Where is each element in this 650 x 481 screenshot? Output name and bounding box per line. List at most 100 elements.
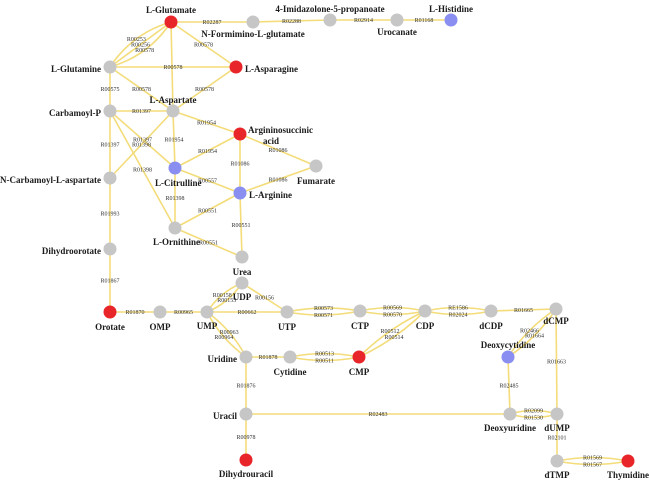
metabolite-label-uridine: Uridine — [207, 354, 237, 364]
reaction-edge[interactable] — [174, 192, 241, 229]
metabolite-node-nformimino[interactable] — [246, 15, 260, 29]
metabolite-node-dcdp[interactable] — [484, 304, 498, 318]
reaction-label: R01530 — [524, 416, 543, 422]
metabolite-node-glutamine[interactable] — [103, 60, 117, 74]
reaction-label: R00569 — [383, 306, 402, 312]
reaction-edge[interactable] — [174, 167, 241, 194]
reaction-label: R02914 — [354, 18, 373, 24]
reaction-label: R02466 — [520, 329, 539, 335]
metabolite-label-argsucc: Argininosuccinic — [248, 125, 313, 135]
reaction-edge[interactable] — [170, 21, 237, 68]
reaction-edge[interactable] — [507, 356, 511, 415]
metabolite-node-dtmp[interactable] — [550, 454, 564, 468]
reaction-edge[interactable] — [109, 110, 176, 229]
metabolite-label-orotate: Orotate — [95, 322, 125, 332]
metabolite-node-asparagine[interactable] — [229, 60, 243, 74]
reaction-edge[interactable] — [289, 352, 360, 358]
reaction-edge[interactable] — [172, 66, 237, 112]
reaction-edge[interactable] — [239, 133, 317, 167]
metabolite-node-urocanate[interactable] — [390, 13, 404, 27]
metabolite-node-arginine[interactable] — [233, 186, 247, 200]
metabolite-node-dihydrouracil[interactable] — [239, 453, 253, 467]
metabolite-label-urea: Urea — [233, 267, 252, 277]
reaction-edge[interactable] — [109, 21, 172, 68]
metabolite-node-urea[interactable] — [235, 250, 249, 264]
reaction-edge[interactable] — [170, 21, 174, 112]
metabolite-node-cytidine[interactable] — [283, 350, 297, 364]
reaction-edge[interactable] — [286, 307, 361, 313]
metabolite-node-histidine[interactable] — [444, 13, 458, 27]
metabolite-label-aspartate: L-Aspartate — [150, 95, 197, 105]
reaction-edge[interactable] — [109, 21, 172, 68]
reaction-edge[interactable] — [289, 356, 360, 362]
metabolite-node-imidazolone[interactable] — [323, 13, 337, 27]
metabolite-node-utp[interactable] — [280, 305, 294, 319]
reaction-edge[interactable] — [109, 66, 174, 112]
reaction-label: R00551 — [231, 223, 250, 229]
reaction-label: R01569 — [583, 456, 602, 462]
reaction-label: R00965 — [174, 310, 193, 316]
metabolite-label-omp: OMP — [150, 322, 171, 332]
metabolite-node-uracil[interactable] — [239, 407, 253, 421]
reaction-edge[interactable] — [109, 21, 172, 68]
metabolite-label-utp: UTP — [278, 322, 297, 332]
metabolite-node-dihydroorotate[interactable] — [103, 242, 117, 256]
reaction-edge[interactable] — [252, 19, 331, 23]
metabolite-node-deoxyuridine[interactable] — [503, 407, 517, 421]
reaction-edge[interactable] — [556, 460, 629, 466]
reaction-edge[interactable] — [174, 133, 241, 169]
reaction-label: R00256 — [131, 43, 150, 49]
reaction-edge[interactable] — [490, 308, 557, 312]
metabolite-node-ncarbasp[interactable] — [103, 171, 117, 185]
reaction-label: R00513 — [315, 352, 334, 358]
reaction-label: R02099 — [524, 409, 543, 415]
metabolite-node-ctp[interactable] — [353, 304, 367, 318]
metabolite-node-orotate[interactable] — [103, 305, 117, 319]
metabolite-node-glutamate[interactable] — [164, 15, 178, 29]
metabolite-node-argsucc[interactable] — [233, 127, 247, 141]
reaction-label: R00573 — [314, 306, 333, 312]
reaction-label: R00963 — [220, 330, 239, 336]
metabolite-node-ornithine[interactable] — [168, 221, 182, 235]
reaction-label: R01398 — [132, 143, 151, 149]
reaction-edge[interactable] — [556, 456, 629, 462]
reaction-edge[interactable] — [358, 310, 426, 358]
metabolite-node-cdp[interactable] — [418, 304, 432, 318]
reaction-edge[interactable] — [109, 110, 174, 179]
reaction-label: R01397 — [132, 109, 151, 115]
metabolite-node-citrulline[interactable] — [168, 161, 182, 175]
reaction-edge[interactable] — [286, 310, 361, 316]
metabolite-node-carbamoylp[interactable] — [103, 104, 117, 118]
metabolite-node-thymidine[interactable] — [621, 454, 635, 468]
metabolite-label-dcdp: dCDP — [479, 321, 503, 331]
metabolite-node-fumarate[interactable] — [309, 159, 323, 173]
metabolite-node-udp[interactable] — [235, 276, 249, 290]
reaction-edge[interactable] — [172, 110, 176, 169]
reaction-edge[interactable] — [109, 110, 176, 169]
reaction-label: R00578 — [135, 48, 154, 54]
reaction-label: R00662 — [237, 310, 256, 316]
metabolite-node-omp[interactable] — [153, 305, 167, 319]
reaction-edge[interactable] — [239, 192, 243, 258]
reaction-edge[interactable] — [241, 282, 288, 313]
reaction-label: R00578 — [194, 43, 213, 49]
reaction-edge[interactable] — [172, 110, 241, 135]
reaction-edge[interactable] — [358, 310, 426, 358]
metabolite-label-dihydroorotate: Dihydroorotate — [42, 246, 101, 256]
reaction-edge[interactable] — [555, 308, 558, 415]
metabolite-node-dcmp[interactable] — [549, 302, 563, 316]
metabolite-label-dtmp: dTMP — [544, 470, 570, 480]
metabolite-node-aspartate[interactable] — [166, 104, 180, 118]
reaction-label: R02483 — [368, 412, 387, 418]
metabolite-label-dump: dUMP — [544, 423, 570, 433]
metabolite-node-dump[interactable] — [550, 407, 564, 421]
reaction-label: R00511 — [315, 359, 334, 365]
reaction-edge[interactable] — [239, 165, 317, 194]
metabolite-node-uridine[interactable] — [239, 350, 253, 364]
metabolite-node-cmp[interactable] — [352, 350, 366, 364]
metabolite-label-dcmp: dCMP — [543, 316, 569, 326]
reaction-edge[interactable] — [174, 227, 243, 258]
metabolite-node-ump[interactable] — [200, 305, 214, 319]
metabolite-node-deoxycytidine[interactable] — [501, 350, 515, 364]
